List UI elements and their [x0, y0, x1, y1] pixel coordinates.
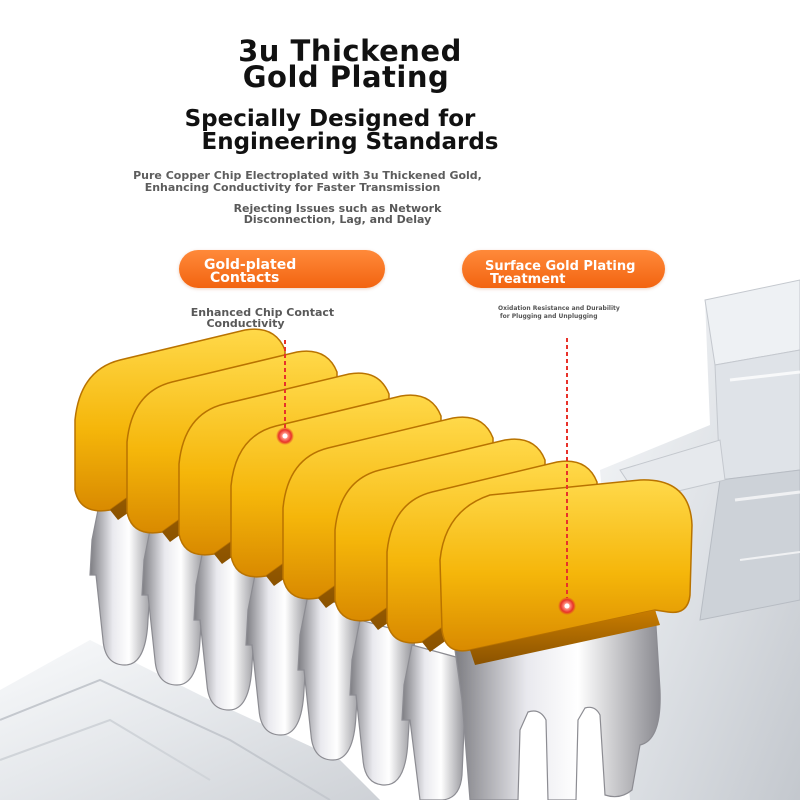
plastic-base — [0, 640, 380, 800]
callout-2-line-1: Surface Gold Plating — [485, 259, 636, 274]
description-line-1: Pure Copper Chip Electroplated with 3u T… — [133, 169, 482, 182]
callout-2-detail-line-1: Oxidation Resistance and Durability — [498, 305, 620, 312]
silver-pins — [89, 499, 661, 800]
callout-2-detail-line-2: for Plugging and Unplugging — [500, 313, 598, 320]
gold-contacts — [74, 328, 693, 665]
callout-pill-gold-plated-contacts: Gold-plated Contacts — [179, 250, 385, 288]
headline-line-2: Gold Plating — [242, 60, 450, 94]
subheadline-line-1: Specially Designed for — [184, 106, 476, 132]
callout-2-detail: Oxidation Resistance and Durability for … — [490, 305, 630, 321]
callout-1-detail-line-1: Enhanced Chip Contact — [190, 306, 335, 319]
description-line-2: Enhancing Conductivity for Faster Transm… — [144, 181, 441, 194]
headline: 3u Thickened Gold Plating — [200, 34, 500, 92]
callout-2-line-2: Treatment — [490, 272, 566, 287]
callout-1-detail-line-2: Conductivity — [206, 317, 285, 330]
note-line-1: Rejecting Issues such as Network — [233, 202, 442, 215]
callout-pill-surface-gold-plating: Surface Gold Plating Treatment — [462, 250, 665, 288]
callout-1-line-1: Gold-plated — [204, 257, 297, 273]
callout-1-detail: Enhanced Chip Contact Conductivity — [160, 307, 365, 329]
callout-1-line-2: Contacts — [210, 270, 280, 286]
subheadline-line-2: Engineering Standards — [201, 129, 499, 155]
callout-markers — [276, 338, 576, 615]
headline-line-1: 3u Thickened — [238, 34, 462, 68]
subheadline: Specially Designed for Engineering Stand… — [140, 108, 560, 154]
description: Pure Copper Chip Electroplated with 3u T… — [115, 170, 500, 194]
note: Rejecting Issues such as Network Disconn… — [205, 203, 470, 225]
note-line-2: Disconnection, Lag, and Delay — [243, 213, 432, 226]
